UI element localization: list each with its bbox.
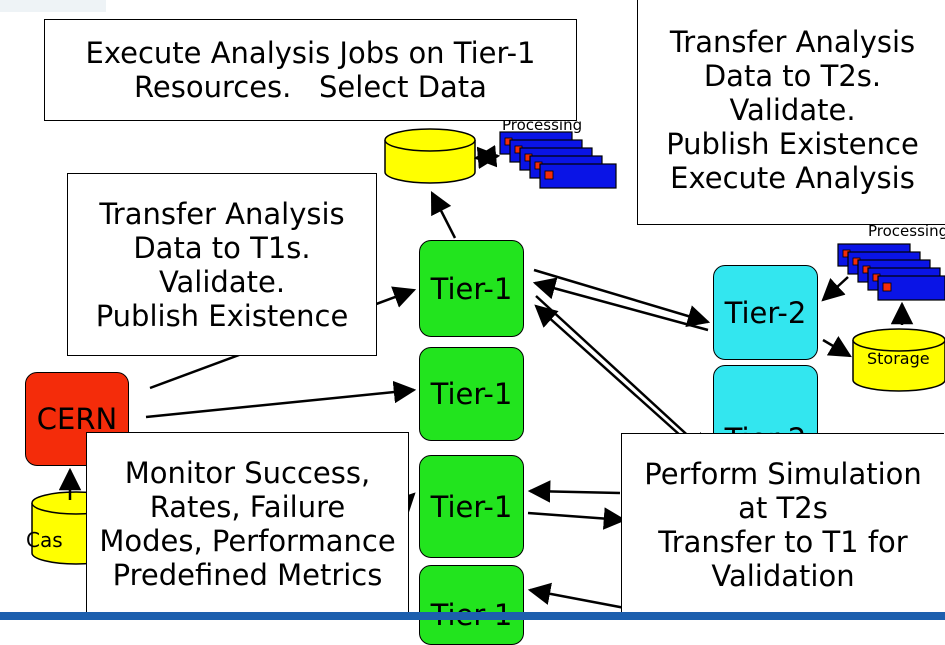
arrow-tier2-to-storage [822,335,852,358]
monitor-line-4: Predefined Metrics [112,558,383,592]
top-left-shade [0,0,106,12]
processing-stack-top [499,131,617,189]
arrow-sim-to-tier1c [527,480,621,503]
tier1-node-3: Tier-1 [419,455,524,558]
tier2-node-1: Tier-2 [713,265,818,360]
simulation-box: Perform Simulation at T2s Transfer to T1… [621,433,944,617]
simulation-line-2: at T2s [738,491,828,525]
processing-label-right: Processing [868,222,945,240]
monitor-line-1: Monitor Success, [124,456,371,490]
execute-line-1: Execute Analysis Jobs on Tier-1 [85,36,536,70]
monitor-line-2: Rates, Failure [149,490,346,524]
cern-label: CERN [36,402,118,436]
transfer-t2-line-4: Publish Existence [666,127,919,161]
arrow-to-tier1c-from-left [391,492,416,517]
arrow-storage-processing [473,144,501,170]
tier1-label-2: Tier-1 [430,377,513,411]
arrow-processing-to-tier2 [821,276,849,302]
tier1-label-1: Tier-1 [430,271,513,306]
transfer-t1-box: Transfer Analysis Data to T1s. Validate.… [67,173,377,356]
cern-node: CERN [25,372,129,466]
arrow-tier1c-to-sim [527,507,627,530]
transfer-t2-line-2: Data to T2s. [703,59,882,93]
transfer-t2-box: Transfer Analysis Data to T2s. Validate.… [637,0,945,225]
transfer-t2-line-3: Validate. [729,93,856,127]
tier1-label-3: Tier-1 [430,489,513,524]
execute-analysis-box: Execute Analysis Jobs on Tier-1 Resource… [44,19,577,121]
tier2-label-1: Tier-2 [724,295,807,330]
arrow-sim-to-tier1d [527,582,626,610]
simulation-line-3: Transfer to T1 for [658,525,908,559]
storage-cylinder-right [852,328,945,392]
processing-stack-right [837,243,945,301]
tier1-node-1: Tier-1 [419,240,524,337]
simulation-line-1: Perform Simulation [644,457,922,491]
arrow-tier1-to-tier2a [533,268,711,327]
arrow-tier1-to-storage [430,190,457,239]
storage-label: Storage [867,349,930,368]
monitor-line-3: Modes, Performance [99,524,396,558]
execute-line-2: Resources. Select Data [134,70,487,104]
tier1-node-4: Tier-1 [419,565,524,645]
transfer-t2-line-1: Transfer Analysis [669,25,916,59]
transfer-t1-line-1: Transfer Analysis [99,196,345,231]
transfer-t2-line-5: Execute Analysis [670,161,915,195]
castor-label: Cas [26,528,63,552]
transfer-t1-line-4: Publish Existence [95,298,349,333]
arrow-cern-to-tier1b [145,380,417,419]
arrow-tier2a-to-tier1 [532,277,709,332]
slide-bottom-bar [0,612,945,620]
storage-cylinder-top [384,128,476,184]
simulation-line-4: Validation [711,559,855,593]
transfer-t1-line-3: Validate. [158,264,286,299]
tier1-node-2: Tier-1 [419,347,524,441]
monitor-box: Monitor Success, Rates, Failure Modes, P… [86,432,409,616]
transfer-t1-line-2: Data to T1s. [133,230,311,265]
arrow-tier1-to-tier2b [535,295,710,456]
